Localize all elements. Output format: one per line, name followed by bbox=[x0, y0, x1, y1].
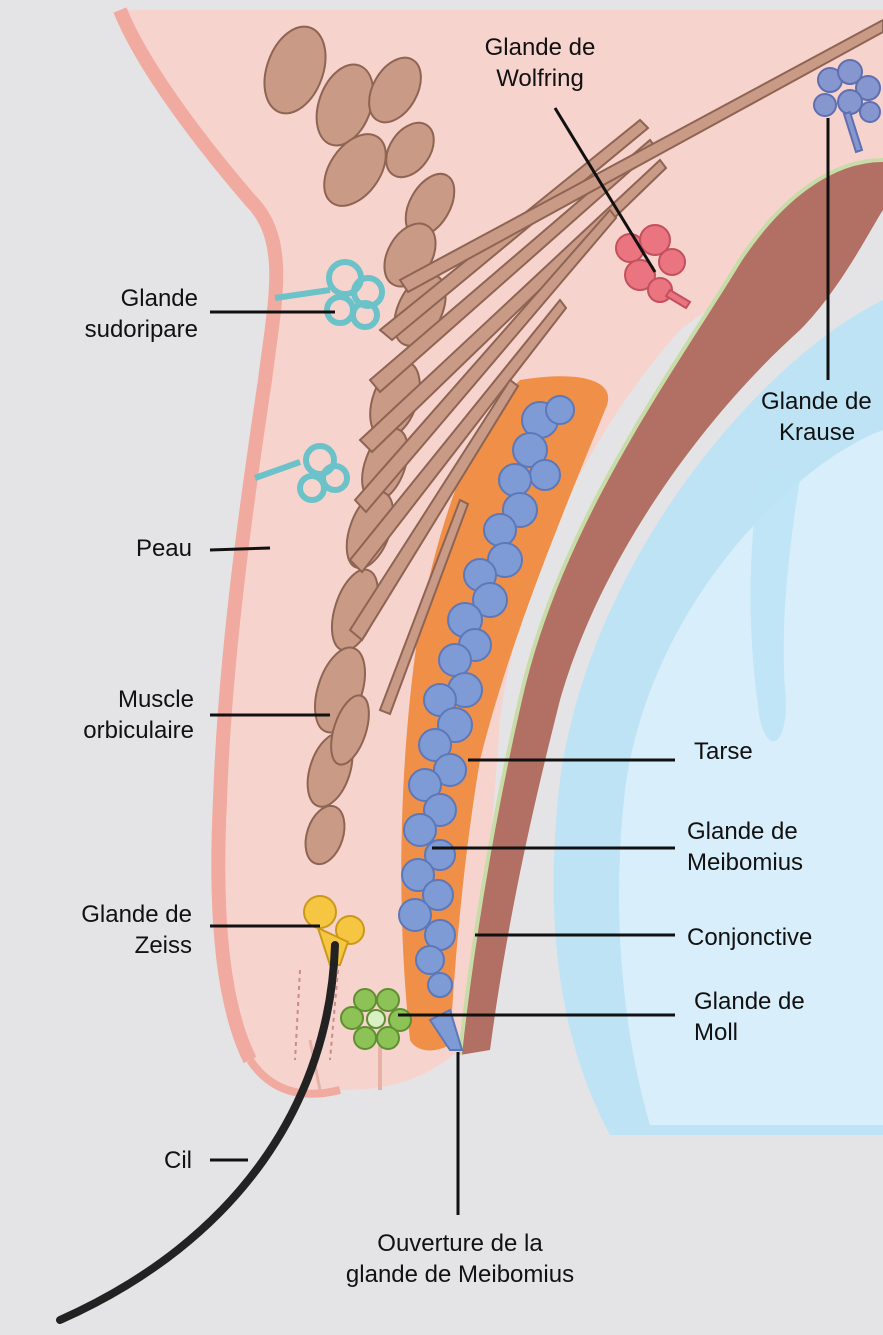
label-zeiss: Glande de Zeiss bbox=[40, 899, 192, 961]
label-zeiss-line1: Glande de bbox=[40, 899, 192, 930]
label-wolfring: Glande de Wolfring bbox=[470, 32, 610, 94]
label-meibomius: Glande de Meibomius bbox=[687, 816, 803, 878]
label-moll-line1: Glande de bbox=[694, 986, 805, 1017]
label-ouverture-line2: glande de Meibomius bbox=[300, 1259, 620, 1290]
label-moll: Glande de Moll bbox=[694, 986, 805, 1048]
label-krause: Glande de Krause bbox=[761, 386, 872, 448]
label-cil: Cil bbox=[100, 1145, 192, 1176]
label-wolfring-line2: Wolfring bbox=[470, 63, 610, 94]
label-muscle-line1: Muscle bbox=[40, 684, 194, 715]
leader-peau bbox=[210, 548, 270, 550]
label-sudoripare: Glande sudoripare bbox=[40, 283, 198, 345]
label-sudoripare-line2: sudoripare bbox=[40, 314, 198, 345]
label-muscle: Muscle orbiculaire bbox=[40, 684, 194, 746]
label-zeiss-line2: Zeiss bbox=[40, 930, 192, 961]
label-wolfring-line1: Glande de bbox=[470, 32, 610, 63]
label-meibomius-line1: Glande de bbox=[687, 816, 803, 847]
label-muscle-line2: orbiculaire bbox=[40, 715, 194, 746]
label-sudoripare-line1: Glande bbox=[40, 283, 198, 314]
label-krause-line2: Krause bbox=[761, 417, 872, 448]
label-tarse: Tarse bbox=[694, 736, 753, 767]
label-peau: Peau bbox=[40, 533, 192, 564]
label-ouverture-line1: Ouverture de la bbox=[300, 1228, 620, 1259]
label-moll-line2: Moll bbox=[694, 1017, 805, 1048]
label-conjonctive: Conjonctive bbox=[687, 922, 812, 953]
label-ouverture: Ouverture de la glande de Meibomius bbox=[300, 1228, 620, 1290]
label-krause-line1: Glande de bbox=[761, 386, 872, 417]
label-meibomius-line2: Meibomius bbox=[687, 847, 803, 878]
